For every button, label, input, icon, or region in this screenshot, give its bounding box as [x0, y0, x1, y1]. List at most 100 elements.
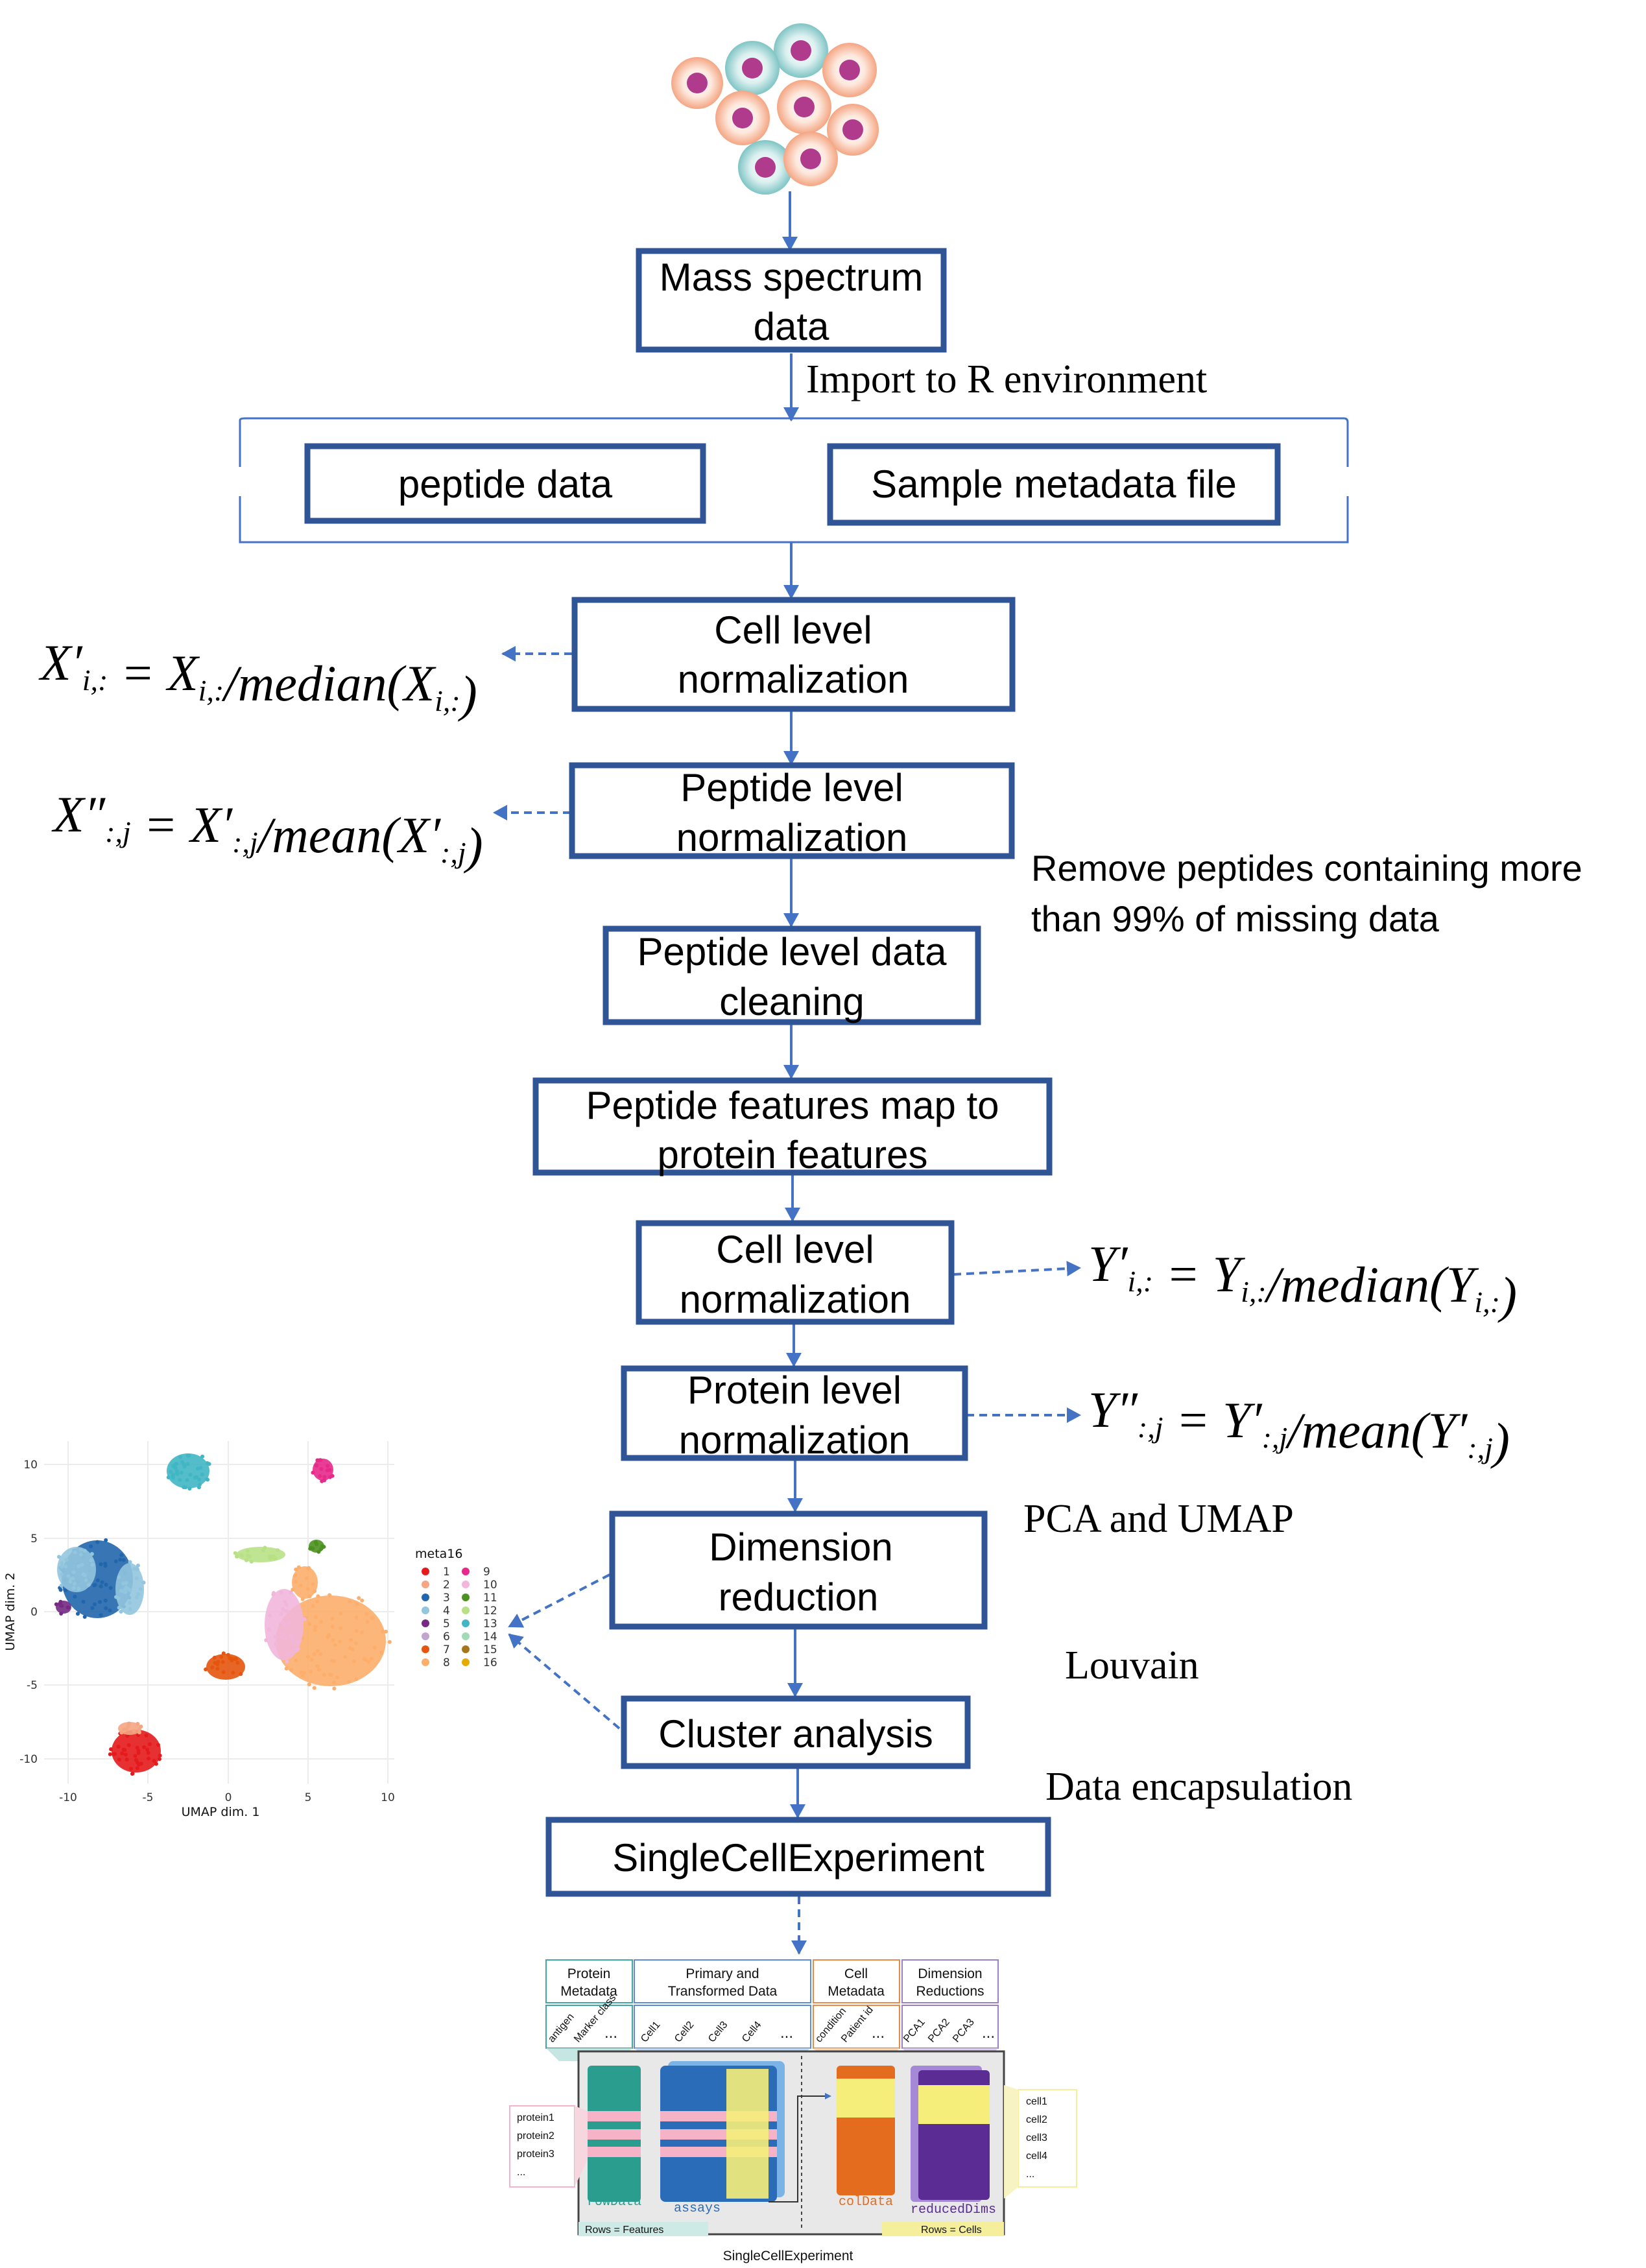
box-cluster-label: Cluster analysis — [658, 1712, 933, 1756]
umap-cluster — [204, 1651, 245, 1680]
formula-2: X″:,j = X′:,j/mean(X′:,j) — [51, 786, 483, 874]
sce-header-protein-line2: Metadata — [560, 1984, 617, 1999]
box-cell-norm-1: Cell level normalization — [571, 597, 1016, 712]
sce-row-label: cell3 — [1026, 2132, 1047, 2143]
sce-header-primary-data: Primary and Transformed Data — [634, 1959, 811, 2003]
sce-schematic: Protein Metadata Primary and Transformed… — [509, 1959, 1077, 2263]
formula-1: X′i,: = Xi,:/median(Xi,:) — [38, 634, 477, 722]
sce-column-label: ... — [780, 2024, 793, 2042]
umap-legend-swatch — [462, 1658, 470, 1666]
box-cell-norm-2-line2: normalization — [680, 1278, 911, 1321]
sce-column-label: ... — [604, 2024, 617, 2042]
umap-legend-swatch — [462, 1568, 470, 1575]
sce-row-label: cell1 — [1026, 2096, 1047, 2107]
box-cell-norm-2: Cell level normalization — [636, 1220, 955, 1325]
umap-legend-label: 10 — [483, 1579, 497, 1592]
input-bracket — [239, 417, 1349, 543]
box-map-features: Peptide features map to protein features — [532, 1077, 1053, 1176]
umap-legend-swatch — [462, 1581, 470, 1588]
umap-legend-swatch — [422, 1619, 429, 1627]
label-remove-line2: than 99% of missing data — [1031, 898, 1440, 939]
svg-text:Y″:,j = Y′:,j/mean(Y′:,j): Y″:,j = Y′:,j/mean(Y′:,j) — [1088, 1381, 1510, 1469]
box-mass-spectrum-line1: Mass spectrum — [660, 256, 924, 299]
umap-cluster — [264, 1589, 307, 1664]
umap-xtick: 5 — [305, 1791, 312, 1804]
box-peptide-data: peptide data — [304, 443, 706, 524]
umap-legend-label: 3 — [443, 1592, 450, 1605]
sce-header-primary-line1: Primary and — [686, 1966, 759, 1981]
label-remove-line1: Remove peptides containing more — [1031, 848, 1582, 889]
label-encapsulation: Data encapsulation — [1045, 1765, 1352, 1809]
label-import: Import to R environment — [806, 357, 1207, 401]
box-dim-reduction-line1: Dimension — [709, 1525, 892, 1569]
umap-legend-label: 9 — [483, 1566, 490, 1579]
svg-text:X″:,j = X′:,j/mean(X′:,j): X″:,j = X′:,j/mean(X′:,j) — [51, 786, 483, 874]
sce-header-primary-line2: Transformed Data — [668, 1984, 778, 1999]
umap-legend-label: 2 — [443, 1579, 450, 1592]
umap-legend-label: 14 — [483, 1630, 497, 1643]
umap-legend-swatch — [422, 1581, 429, 1588]
box-cell-norm-2-line1: Cell level — [716, 1228, 874, 1271]
sce-header-cell-metadata: Cell Metadata — [813, 1959, 900, 2003]
box-peptide-norm-line2: normalization — [676, 816, 908, 859]
formula-4: Y″:,j = Y′:,j/mean(Y′:,j) — [1088, 1381, 1510, 1469]
box-peptide-norm: Peptide level normalization — [569, 762, 1015, 859]
formula-3: Y′i,: = Yi,:/median(Yi,:) — [1088, 1235, 1517, 1323]
umap-ytick: 0 — [30, 1606, 38, 1619]
umap-xlabel: UMAP dim. 1 — [182, 1805, 260, 1819]
umap-legend-label: 5 — [443, 1617, 450, 1630]
umap-xtick: 10 — [381, 1791, 395, 1804]
umap-legend-swatch — [422, 1594, 429, 1601]
box-map-features-line1: Peptide features map to — [586, 1084, 999, 1127]
sce-header-dim-line1: Dimension — [918, 1966, 982, 1981]
umap-ytick: 10 — [23, 1459, 38, 1472]
umap-legend-swatch — [462, 1645, 470, 1653]
umap-cluster — [311, 1458, 335, 1483]
sce-column-label: ... — [982, 2024, 995, 2042]
umap-cluster — [54, 1599, 71, 1616]
umap-cluster — [166, 1453, 211, 1491]
box-sce: SingleCellExperiment — [545, 1817, 1051, 1897]
flow-arrows — [493, 191, 1081, 1955]
umap-legend-label: 11 — [483, 1592, 497, 1605]
sce-row-label: ... — [517, 2167, 525, 2178]
box-protein-norm-line1: Protein level — [687, 1368, 901, 1412]
sce-row-label: protein3 — [517, 2149, 555, 2160]
umap-legend-swatch — [462, 1632, 470, 1640]
sce-header-protein-metadata: Protein Metadata — [545, 1959, 633, 2003]
umap-legend-swatch — [462, 1606, 470, 1614]
umap-cluster — [114, 1560, 146, 1615]
box-mass-spectrum: Mass spectrum data — [636, 248, 947, 353]
box-peptide-cleaning-line2: cleaning — [719, 980, 865, 1023]
umap-legend-swatch — [422, 1606, 429, 1614]
umap-legend-label: 12 — [483, 1605, 497, 1617]
box-dim-reduction: Dimension reduction — [609, 1510, 988, 1630]
box-peptide-cleaning-line1: Peptide level data — [637, 930, 947, 973]
umap-ytick: -10 — [19, 1753, 38, 1766]
umap-cluster — [56, 1547, 96, 1592]
sce-column-label: ... — [872, 2024, 885, 2042]
umap-legend-swatch — [422, 1645, 429, 1653]
sce-header-cell-line1: Cell — [844, 1966, 868, 1981]
box-protein-norm-line2: normalization — [679, 1418, 911, 1462]
umap-legend-label: 1 — [443, 1566, 450, 1579]
box-dim-reduction-line2: reduction — [719, 1575, 879, 1619]
umap-legend-label: 8 — [443, 1656, 450, 1669]
umap-ytick: 5 — [30, 1533, 38, 1546]
umap-cluster — [118, 1721, 143, 1735]
box-mass-spectrum-line2: data — [754, 305, 829, 348]
box-peptide-data-label: peptide data — [398, 462, 613, 506]
sce-header-dim-reductions: Dimension Reductions — [901, 1959, 999, 2003]
sce-row-label: protein2 — [517, 2131, 555, 2142]
sce-slot-assays: assays — [674, 2201, 721, 2216]
umap-legend-label: 13 — [483, 1617, 497, 1630]
box-cluster: Cluster analysis — [621, 1695, 971, 1769]
sce-header-cell-line2: Metadata — [828, 1984, 885, 1999]
sce-slot-reduceddims: reducedDims — [911, 2202, 996, 2217]
svg-text:Y′i,: = Yi,:/median(Yi,:): Y′i,: = Yi,:/median(Yi,:) — [1088, 1235, 1517, 1323]
umap-xtick: 0 — [225, 1791, 232, 1804]
umap-legend-swatch — [422, 1658, 429, 1666]
umap-cluster — [291, 1565, 318, 1601]
box-cell-norm-1-line2: normalization — [678, 658, 909, 701]
